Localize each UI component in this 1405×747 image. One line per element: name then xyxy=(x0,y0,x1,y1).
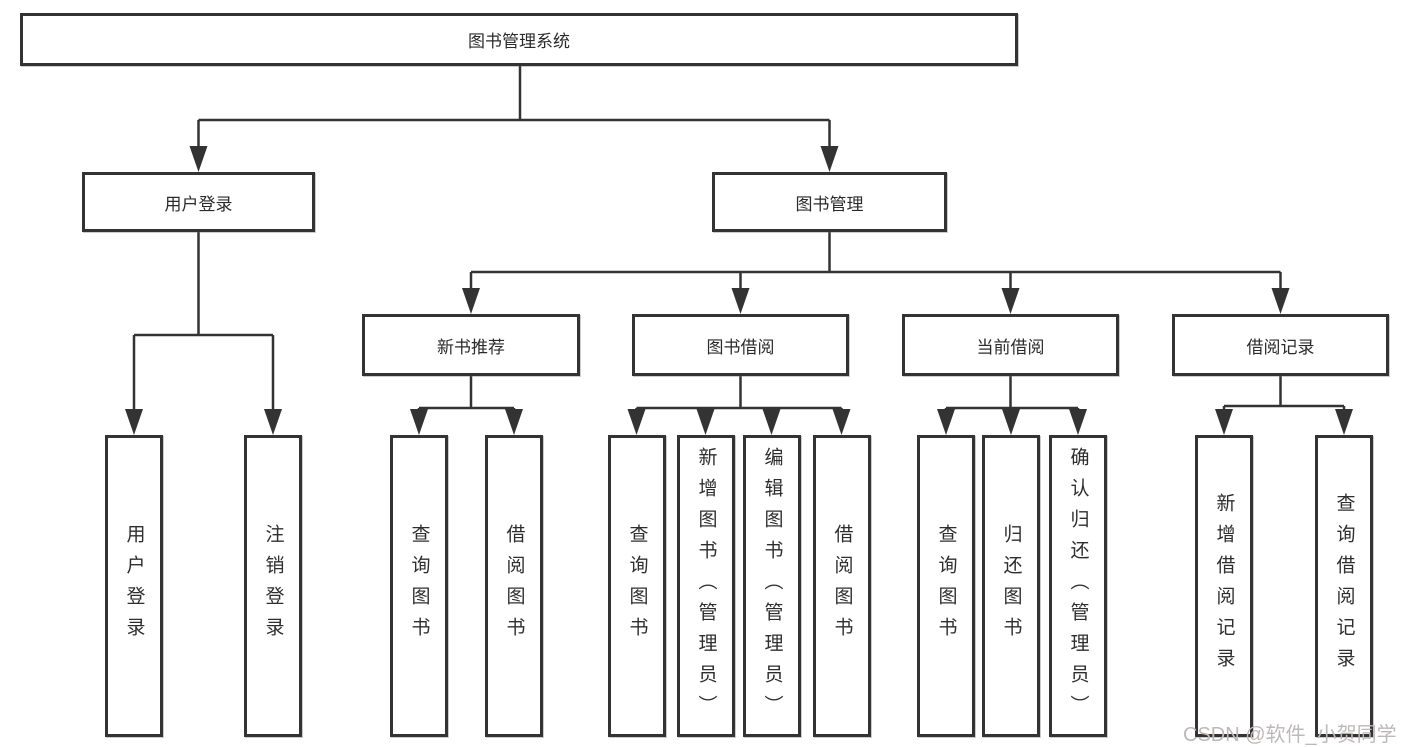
leaf-logout: 注销登录 xyxy=(244,435,302,737)
leaf-label: 借阅图书 xyxy=(831,524,853,648)
arrowhead xyxy=(731,288,750,314)
arrowhead xyxy=(1215,409,1233,435)
leaf-borrow-books-recommend: 借阅图书 xyxy=(485,435,543,737)
connector-current-borrowing-to-leaves xyxy=(944,376,1080,413)
arrowhead xyxy=(1002,409,1020,435)
arrowhead xyxy=(832,409,851,435)
connector-user-login-to-leaves xyxy=(132,232,275,413)
leaf-label: 查询图书 xyxy=(626,524,648,648)
leaf-label: 查询图书 xyxy=(935,524,957,648)
connector-records-to-leaves xyxy=(1222,376,1346,413)
node-user-login: 用户登录 xyxy=(82,172,315,232)
leaf-query-books-recommend: 查询图书 xyxy=(390,435,448,737)
arrowhead xyxy=(1271,288,1290,314)
leaf-return-books: 归还图书 xyxy=(982,435,1040,737)
arrowhead xyxy=(189,146,208,172)
arrowhead xyxy=(820,146,839,172)
leaf-add-borrow-record: 新增借阅记录 xyxy=(1195,435,1253,737)
leaf-label: 注销登录 xyxy=(262,524,284,648)
leaf-label: 查询图书 xyxy=(408,524,430,648)
leaf-label: 归还图书 xyxy=(1000,524,1022,648)
arrowhead xyxy=(410,409,428,435)
arrowhead xyxy=(125,409,143,435)
arrowhead xyxy=(762,409,781,435)
arrowhead xyxy=(505,409,523,435)
leaf-query-books-current: 查询图书 xyxy=(917,435,975,737)
leaf-query-borrow-record: 查询借阅记录 xyxy=(1315,435,1373,737)
leaf-label: 查询借阅记录 xyxy=(1333,493,1355,679)
leaf-confirm-return-admin: 确认归还（管理员） xyxy=(1049,435,1107,737)
node-book-management: 图书管理 xyxy=(712,172,947,232)
connector-book-management-to-level3 xyxy=(469,232,1282,292)
arrowhead xyxy=(1069,409,1087,435)
arrowhead xyxy=(937,409,955,435)
leaf-label: 确认归还（管理员） xyxy=(1067,446,1089,726)
node-book-borrowing: 图书借阅 xyxy=(632,314,849,376)
arrowhead xyxy=(264,409,282,435)
arrowhead xyxy=(462,288,480,314)
csdn-watermark: CSDN @软件_小贺同学 xyxy=(1183,724,1397,746)
leaf-user-login: 用户登录 xyxy=(105,435,163,737)
connector-root-to-level2 xyxy=(197,66,831,150)
leaf-label: 用户登录 xyxy=(123,524,145,648)
node-borrowing-records: 借阅记录 xyxy=(1172,314,1389,376)
leaf-label: 新增借阅记录 xyxy=(1213,493,1235,679)
arrowhead xyxy=(696,409,715,435)
connector-book-borrowing-to-leaves xyxy=(635,376,843,413)
leaf-label: 编辑图书（管理员） xyxy=(761,446,783,726)
arrowhead xyxy=(1001,288,1020,314)
leaf-label: 新增图书（管理员） xyxy=(695,446,717,726)
leaf-label: 借阅图书 xyxy=(503,524,525,648)
arrowheads xyxy=(125,146,1353,435)
leaf-borrow-books: 借阅图书 xyxy=(813,435,871,737)
arrowhead xyxy=(627,409,646,435)
leaf-add-books-admin: 新增图书（管理员） xyxy=(677,435,735,737)
connector-new-book-to-leaves xyxy=(417,376,516,413)
leaf-query-books-borrow: 查询图书 xyxy=(608,435,666,737)
node-library-management-system: 图书管理系统 xyxy=(20,13,1018,66)
arrowhead xyxy=(1335,409,1353,435)
node-current-borrowing: 当前借阅 xyxy=(902,314,1119,376)
leaf-edit-books-admin: 编辑图书（管理员） xyxy=(743,435,801,737)
node-new-book-recommendation: 新书推荐 xyxy=(362,314,580,376)
